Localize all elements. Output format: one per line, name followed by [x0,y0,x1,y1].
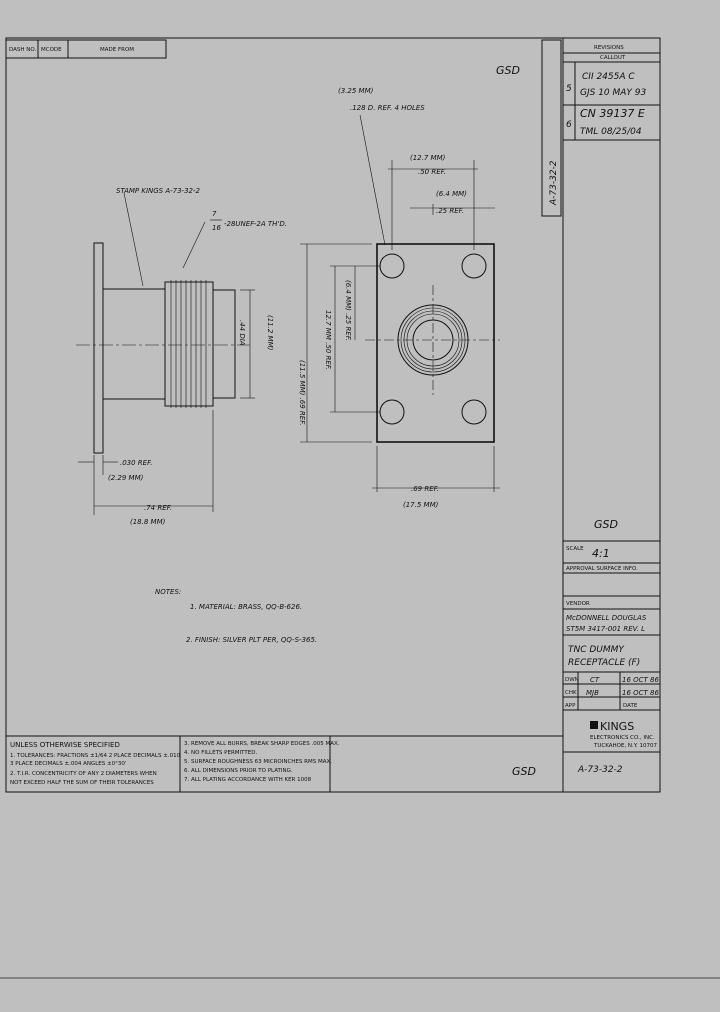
height-mid: 12.7 MM .50 REF. [324,310,332,370]
tolerance-right-1: 3. REMOVE ALL BURRS, BREAK SHARP EDGES .… [184,741,340,747]
stamp-callout: STAMP KINGS A-73-32-2 [116,187,201,195]
tolerance-left-3: 2. T.I.R. CONCENTRICITY OF ANY 2 DIAMETE… [10,771,157,777]
flange-ref-mm: (2.29 MM) [108,474,144,482]
approvals-label: APPROVAL SURFACE INFO. [566,566,638,572]
bolt-spacing-mm: (12.7 MM) [410,154,446,162]
scale-label: SCALE [566,546,584,552]
note-1: 1. MATERIAL: BRASS, QQ-B-626. [190,603,302,611]
height-outer: (11.5 MM) .69 REF. [298,360,306,426]
revisions-block: REVISIONS CALLOUT 5 CII 2455A C GJS 10 M… [541,38,660,792]
company-logo: KINGS ELECTRONICS CO., INC. TUCKAHOE, N.… [590,720,658,749]
height-inner: (6.4 MM) .25 REF. [344,280,352,341]
tolerance-right-3: 5. SURFACE ROUGHNESS 63 MICROINCHES RMS … [184,759,332,765]
rev-6-num: 6 [566,120,572,130]
notes: NOTES: 1. MATERIAL: BRASS, QQ-B-626. 2. … [155,588,317,644]
dwn-value: CT [590,676,600,684]
note-2: 2. FINISH: SILVER PLT PER, QQ-S-365. [186,636,317,644]
vertical-drawing-number: A-73-32-2 [549,160,559,206]
app-label: APP [565,703,576,709]
title-line1: TNC DUMMY [568,645,625,655]
tolerance-left-2: 3 PLACE DECIMALS ±.004 ANGLES ±0°30' [10,761,126,767]
edge-in: .25 REF. [436,207,464,215]
width-in: .69 REF. [411,485,439,493]
tolerance-right-4: 6. ALL DIMENSIONS PRIOR TO PLATING. [184,768,293,774]
date-label: DATE [623,703,638,709]
sheet-border [5,37,661,793]
revisions-subheader: CALLOUT [600,55,626,61]
side-view: .44 DIA (11.2 MM) STAMP KINGS A-73-32-2 … [76,187,287,526]
company-addr: TUCKAHOE, N.Y. 10707 [593,743,658,749]
thread-frac-num: 7 [212,210,217,218]
customer-line2: ST5M 3417-001 REV. L [566,625,645,633]
scale-value: 4:1 [592,547,610,560]
revisions-header: REVISIONS [594,45,624,51]
rev-5-line1: CII 2455A C [582,72,635,82]
customer-line1: McDONNELL DOUGLAS [566,614,647,622]
chk-label: CHK [565,690,577,696]
rev-5-num: 5 [566,84,572,94]
thread-callout: -28UNEF-2A TH'D. [224,220,287,228]
header-strip: DASH NO. MCODE MADE FROM [5,39,167,59]
hole-callout: .128 D. REF. 4 HOLES [350,104,425,112]
tolerance-left-1: 1. TOLERANCES: FRACTIONS ±1/64 2 PLACE D… [10,753,181,759]
notes-heading: NOTES: [155,588,181,596]
dash-no-label: DASH NO. [9,47,36,53]
tolerance-right-5: 7. ALL PLATING ACCORDANCE WITH KER 1008 [184,777,312,783]
mccode-label: MCODE [41,47,62,53]
company-name: KINGS [600,720,634,733]
chk-value: MJB [586,689,599,697]
drawing-number: A-73-32-2 [577,765,623,775]
tolerance-block: UNLESS OTHERWISE SPECIFIED 1. TOLERANCES… [6,735,563,792]
width-mm: (17.5 MM) [403,501,439,509]
thread-lines [170,280,207,408]
dwn-label: DWN [565,677,579,683]
thread-dia-mm: (11.2 MM) [266,315,274,351]
dwn-date: 16 OCT 86 [622,676,659,684]
rev-6-line1: CN 39137 E [580,107,645,120]
front-view: (12.7 MM) .50 REF. (6.4 MM) .25 REF. (3.… [298,87,500,509]
tolerance-right-2: 4. NO FILLETS PERMITTED. [184,750,257,756]
made-from-label: MADE FROM [100,47,134,53]
rev-5-line2: GJS 10 MAY 93 [580,88,647,98]
thread-frac-den: 16 [212,224,221,232]
tolerance-left-4: NOT EXCEED HALF THE SUM OF THEIR TOLERAN… [10,780,154,786]
initials-top: GSD [496,64,520,77]
rev-6-line2: TML 08/25/04 [580,127,642,137]
hole-mm: (3.25 MM) [338,87,374,95]
vendor-label: VENDOR [566,601,590,607]
initials-mid: GSD [594,518,618,531]
flange-ref-in: .030 REF. [120,459,152,467]
edge-mm: (6.4 MM) [436,190,467,198]
tolerance-heading: UNLESS OTHERWISE SPECIFIED [10,741,120,749]
bolt-spacing-in: .50 REF. [418,168,446,176]
initials-bottom: GSD [512,765,536,778]
title-block: SCALE 4:1 APPROVAL SURFACE INFO. VENDOR … [563,540,660,793]
thread-dia-in: .44 DIA [238,320,246,346]
title-line2: RECEPTACLE (F) [568,658,640,668]
chk-date: 16 OCT 86 [622,689,659,697]
length-ref-mm: (18.8 MM) [130,518,166,526]
company-sub: ELECTRONICS CO., INC. [590,735,655,741]
length-ref-in: .74 REF. [144,504,172,512]
